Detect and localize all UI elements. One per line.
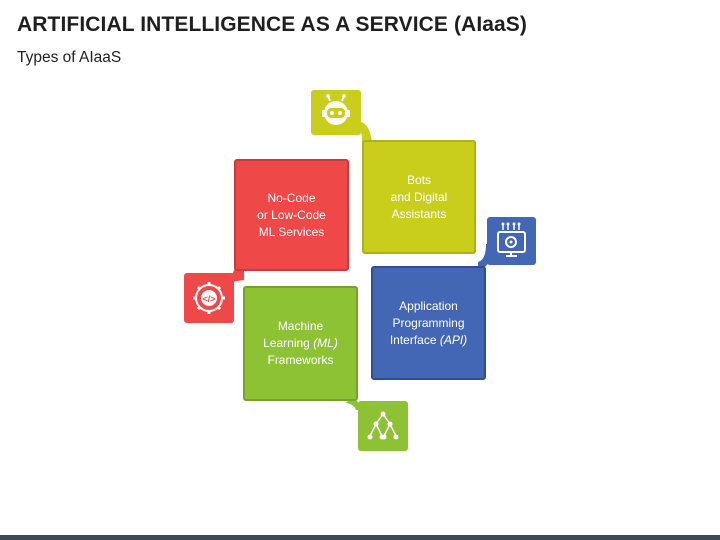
card-no-code-ml-services: No-Code or Low-Code ML Services — [234, 159, 349, 271]
card-bots-line1: Bots — [406, 172, 431, 187]
network-tree-icon — [358, 401, 408, 451]
robot-icon — [311, 90, 361, 135]
page-title: ARTIFICIAL INTELLIGENCE AS A SERVICE (AI… — [17, 13, 528, 36]
card-machine-learning-frameworks: Machine Learning (ML) Frameworks — [243, 286, 358, 401]
card-ml-line2: Learning (ML) — [263, 335, 338, 352]
card-ml-line2-italic: (ML) — [313, 336, 338, 350]
svg-text:</>: </> — [202, 294, 215, 304]
card-no-code-line2: or Low-Code — [257, 207, 326, 222]
card-no-code-line1: No-Code — [267, 190, 316, 205]
card-ml-line2-prefix: Learning — [263, 336, 314, 350]
card-api-line3-italic: (API) — [439, 332, 468, 347]
bottom-bar — [0, 535, 720, 540]
card-api-line3-prefix: Interface — [389, 332, 440, 347]
card-ml-line3: Frameworks — [267, 353, 334, 367]
page-subtitle: Types of AIaaS — [17, 49, 122, 66]
card-bots-digital-assistants: Bots and Digital Assistants — [362, 140, 476, 254]
card-bots-line3: Assistants — [391, 206, 447, 221]
card-application-programming-interface: Application Programming Interface (API) — [371, 266, 486, 380]
card-api-line2: Programming — [392, 315, 465, 330]
card-ml-line1: Machine — [277, 319, 324, 333]
card-bots-line2: and Digital — [390, 189, 448, 204]
card-no-code-line3: ML Services — [258, 224, 325, 239]
card-api-line1: Application — [399, 298, 458, 313]
monitor-gear-icon — [487, 217, 536, 265]
gear-code-icon: </> — [184, 273, 234, 323]
card-api-line3: Interface (API) — [390, 332, 467, 349]
